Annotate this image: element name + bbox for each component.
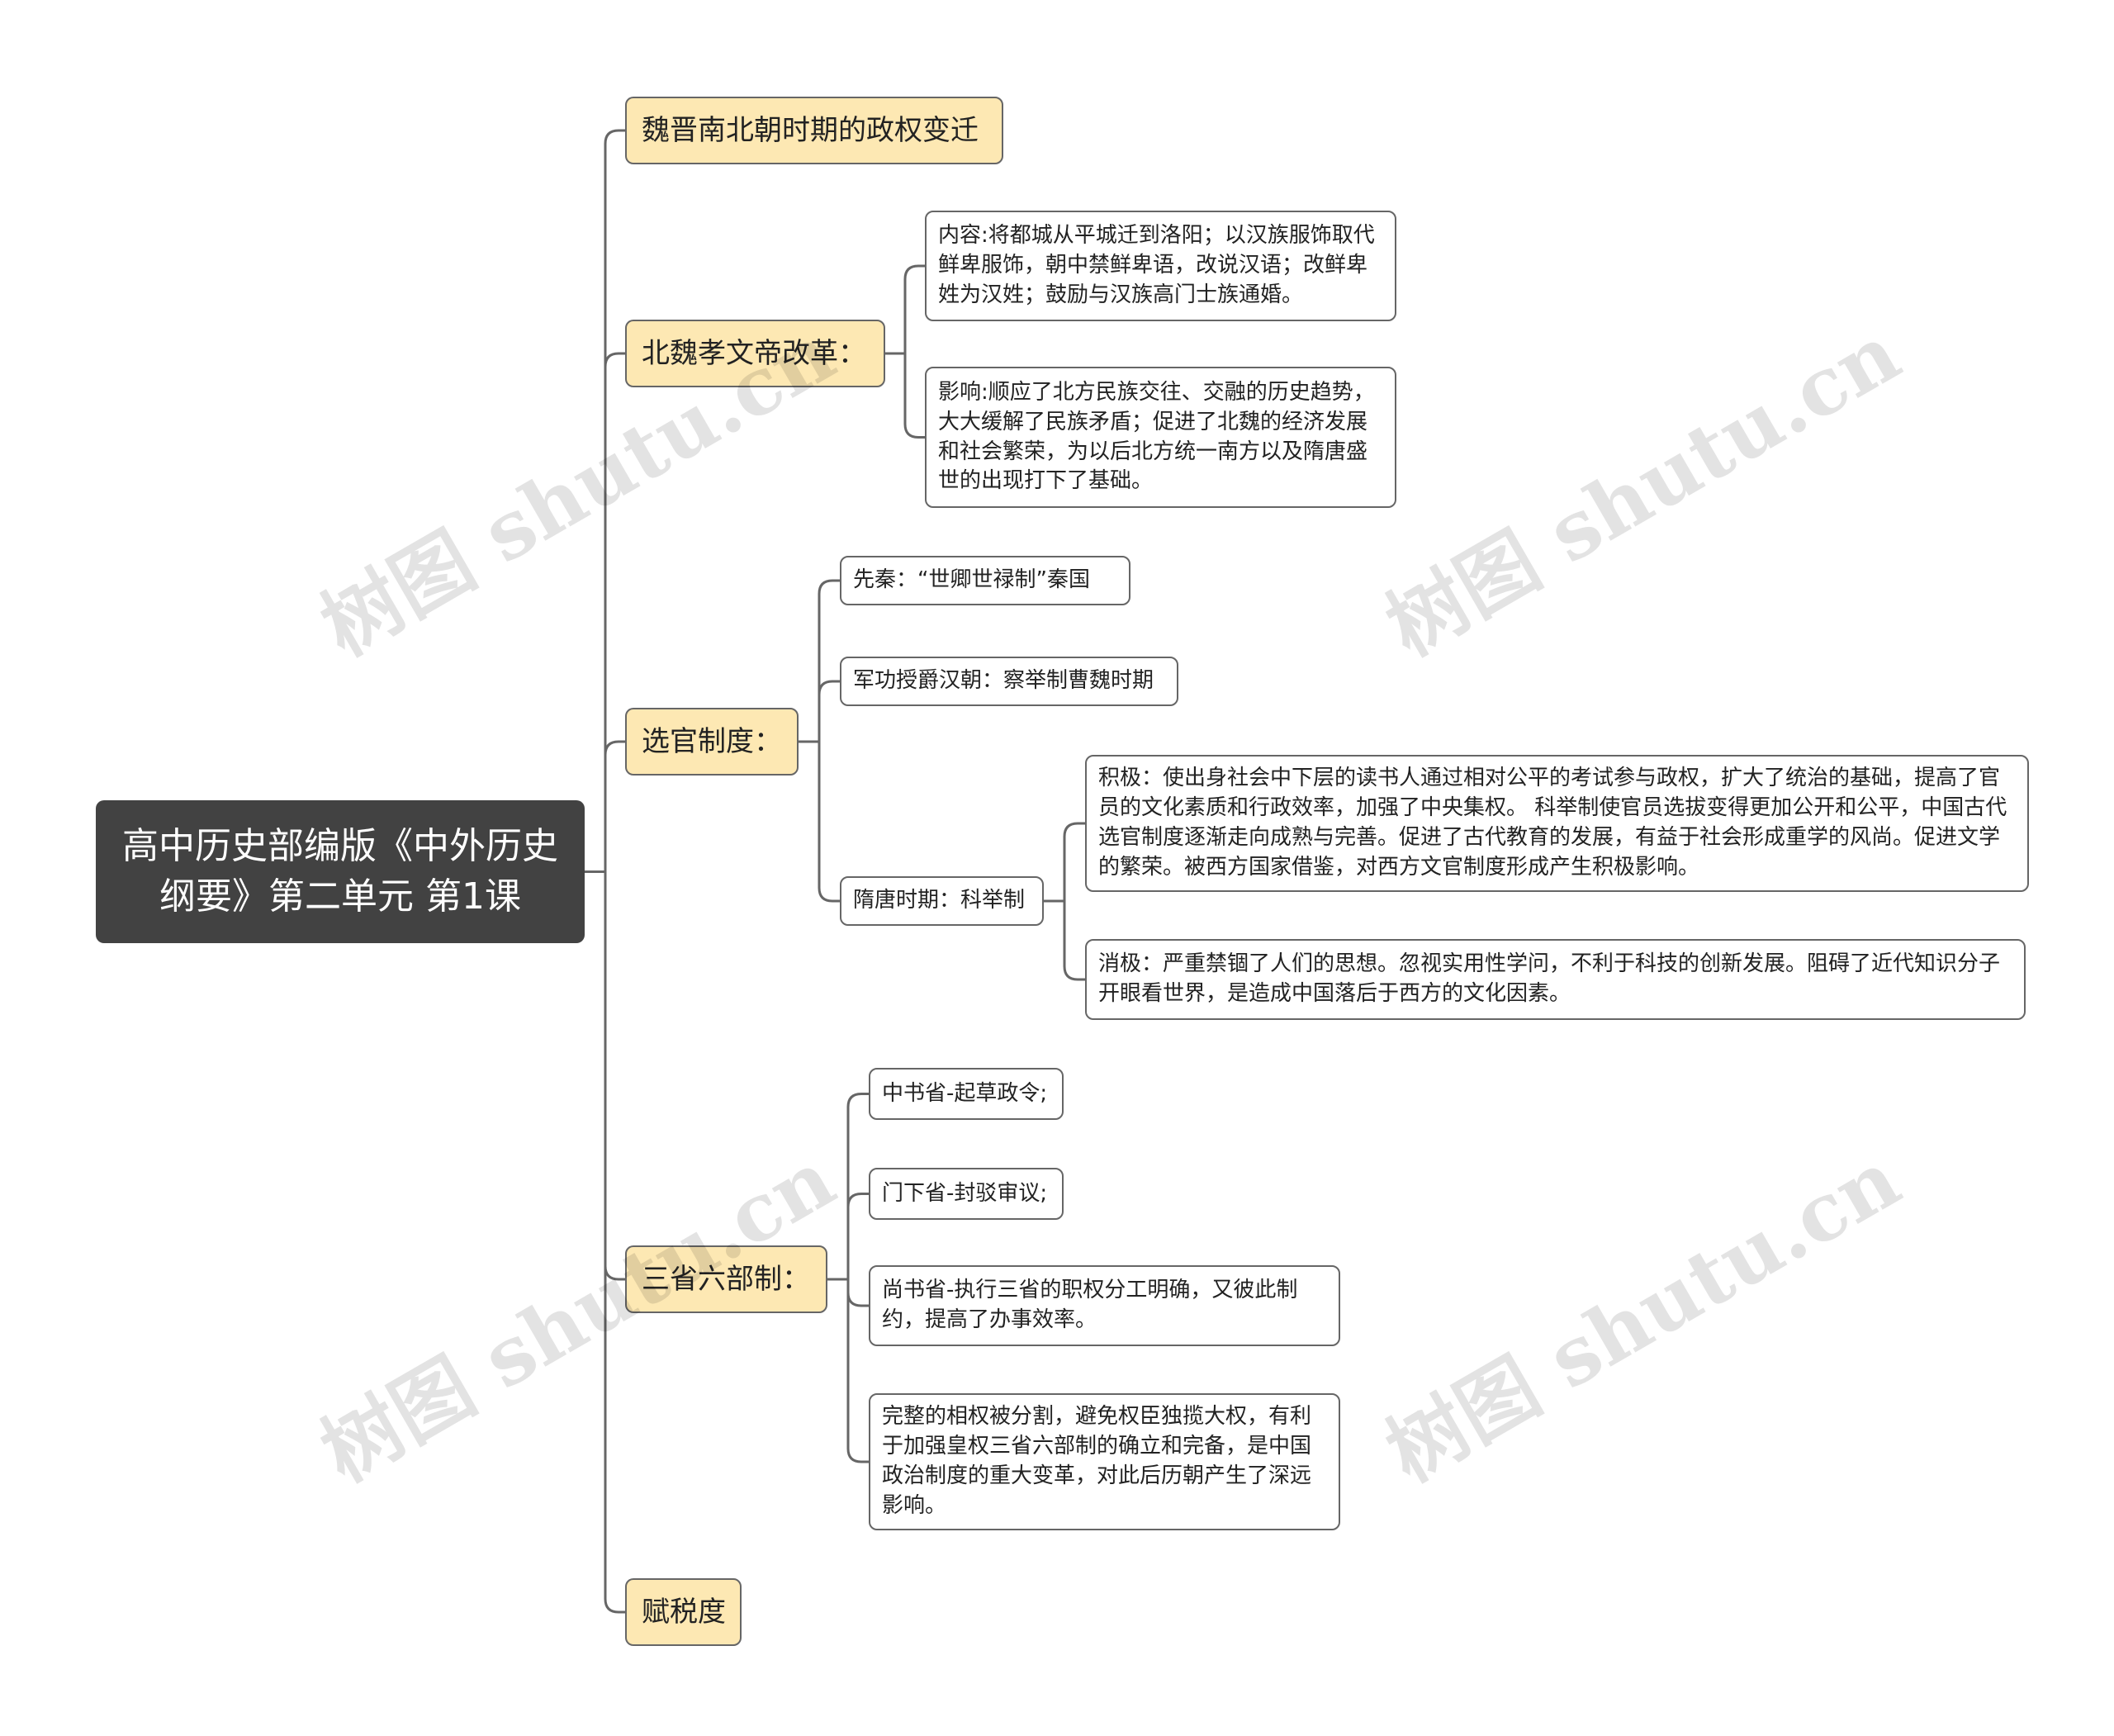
menxia-department[interactable]: 门下省-封驳审议; (869, 1168, 1064, 1220)
root-node[interactable]: 高中历史部编版《中外历史纲要》第二单元 第1课 (96, 800, 585, 943)
connector-line (846, 1279, 869, 1307)
connector-line (846, 1093, 869, 1279)
connector-line (604, 352, 625, 872)
connector-line (604, 871, 625, 1614)
imperial-exam-positive[interactable]: 积极：使出身社会中下层的读书人通过相对公平的考试参与政权，扩大了统治的基础，提高… (1085, 755, 2029, 892)
connector-line (1063, 901, 1085, 981)
shangshu-department[interactable]: 尚书省-执行三省的职权分工明确，又彼此制约，提高了办事效率。 (869, 1265, 1340, 1346)
imperial-exam-negative[interactable]: 消极：严重禁锢了人们的思想。忽视实用性学问，不利于科技的创新发展。阻碍了近代知识… (1085, 939, 2026, 1020)
reform-impact[interactable]: 影响:顺应了北方民族交往、交融的历史趋势，大大缓解了民族矛盾；促进了北魏的经济发… (925, 367, 1396, 508)
connector-line (604, 129, 625, 872)
connector-line (903, 353, 925, 439)
connector-line (846, 1279, 869, 1463)
branch-regime-changes[interactable]: 魏晋南北朝时期的政权变迁 (625, 97, 1003, 164)
three-departments-significance[interactable]: 完整的相权被分割，避免权臣独揽大权，有利于加强皇权三省六部制的确立和完备，是中国… (869, 1393, 1340, 1530)
connector-line (604, 740, 625, 872)
connector-line (818, 579, 840, 742)
connector-line (1063, 822, 1085, 901)
imperial-exam-system[interactable]: 隋唐时期：科举制 (840, 876, 1044, 926)
connector-line (818, 680, 840, 742)
zhongshu-department[interactable]: 中书省-起草政令; (869, 1068, 1064, 1120)
branch-three-departments[interactable]: 三省六部制： (625, 1245, 827, 1313)
connector-line (903, 264, 925, 353)
reform-content[interactable]: 内容:将都城从平城迁到洛阳；以汉族服饰取代鲜卑服饰，朝中禁鲜卑语，改说汉语；改鲜… (925, 211, 1396, 321)
connector-line (604, 871, 625, 1281)
branch-xiaowen-reform[interactable]: 北魏孝文帝改革： (625, 320, 885, 387)
pre-qin-system[interactable]: 先秦：“世卿世禄制”秦国 (840, 556, 1130, 605)
branch-taxation[interactable]: 赋税度 (625, 1578, 742, 1646)
connector-line (846, 1193, 869, 1279)
branch-official-selection[interactable]: 选官制度： (625, 708, 799, 776)
connector-line (818, 742, 840, 903)
han-system[interactable]: 军功授爵汉朝：察举制曹魏时期 (840, 657, 1178, 706)
